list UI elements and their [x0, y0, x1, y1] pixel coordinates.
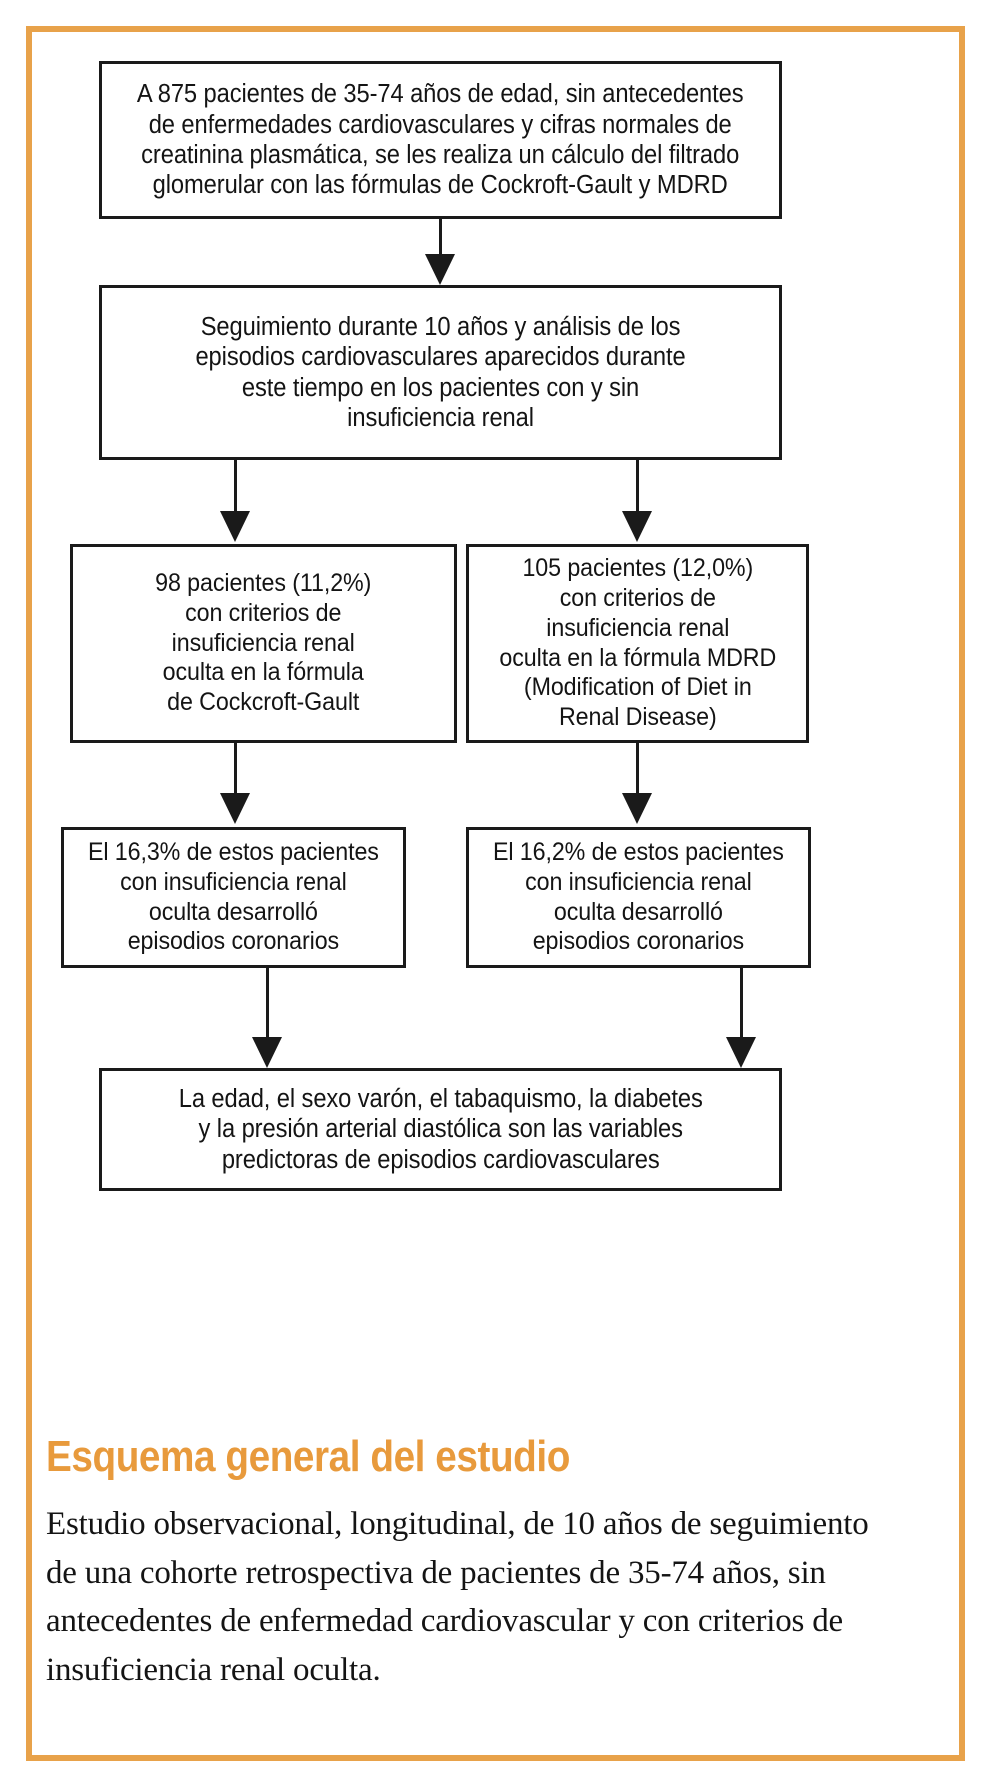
connector-arrowhead-4-left — [252, 1037, 282, 1068]
flow-node-mdrd-text: 105 pacientes (12,0%) con criterios de i… — [499, 554, 776, 731]
flow-node-coronary-events-mdrd: El 16,2% de estos pacientes con insufici… — [466, 827, 811, 968]
caption-title: Esquema general del estudio — [46, 1432, 570, 1481]
flow-node-coronary-events-mdrd-text: El 16,2% de estos pacientes con insufici… — [493, 838, 784, 956]
connector-line-3-left — [234, 743, 237, 795]
connector-arrowhead-3-right — [622, 793, 652, 824]
flow-node-predictors: La edad, el sexo varón, el tabaquismo, l… — [99, 1068, 782, 1191]
flow-node-coronary-events-cg: El 16,3% de estos pacientes con insufici… — [61, 827, 406, 968]
connector-arrowhead-3-left — [220, 793, 250, 824]
connector-arrowhead-1 — [425, 254, 455, 285]
connector-line-3-right — [636, 743, 639, 795]
flow-node-followup-text: Seguimiento durante 10 años y análisis d… — [195, 312, 686, 432]
flow-node-cockcroft-gault-text: 98 pacientes (11,2%) con criterios de in… — [155, 569, 372, 717]
connector-arrowhead-2-left — [220, 511, 250, 542]
connector-line-4-right — [740, 968, 743, 1040]
flow-node-predictors-text: La edad, el sexo varón, el tabaquismo, l… — [178, 1084, 703, 1174]
caption-body: Estudio observacional, longitudinal, de … — [46, 1506, 869, 1688]
connector-line-2-left — [234, 460, 237, 514]
flow-node-population: A 875 pacientes de 35-74 años de edad, s… — [99, 61, 782, 219]
connector-arrowhead-4-right — [726, 1037, 756, 1068]
flow-node-population-text: A 875 pacientes de 35-74 años de edad, s… — [137, 80, 744, 200]
connector-line-2-right — [636, 460, 639, 514]
flow-node-coronary-events-cg-text: El 16,3% de estos pacientes con insufici… — [88, 838, 379, 956]
flow-node-followup: Seguimiento durante 10 años y análisis d… — [99, 285, 782, 460]
flow-node-cockcroft-gault: 98 pacientes (11,2%) con criterios de in… — [70, 544, 457, 743]
connector-arrowhead-2-right — [622, 511, 652, 542]
connector-line-1 — [439, 219, 442, 259]
flow-node-mdrd: 105 pacientes (12,0%) con criterios de i… — [466, 544, 809, 743]
connector-line-4-left — [266, 968, 269, 1040]
